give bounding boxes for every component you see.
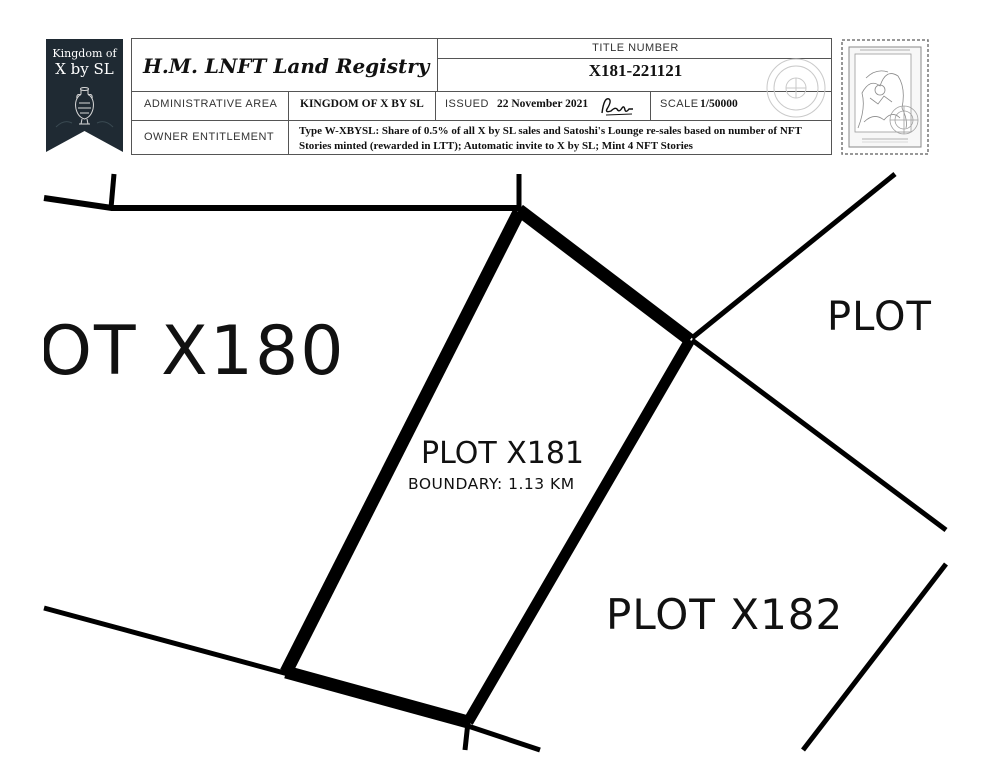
scale-label: SCALE [660,98,699,110]
boundary-line [43,195,113,211]
boundary-line [463,337,695,725]
signature-mark [601,98,633,116]
issued-label: ISSUED [445,98,489,110]
boundary-line [284,665,470,729]
header-rule [437,39,438,91]
header-rule [435,91,436,120]
issued-date: 22 November 2021 [497,98,589,110]
header-rule [132,120,832,121]
registry-header-table: H.M. LNFT Land Registry TITLE NUMBER X18… [131,38,832,155]
owner-entitlement-label: OWNER ENTITLEMENT [144,131,275,143]
plot-label-x180: PLOT X180 [44,312,344,391]
admin-area-value: KINGDOM OF X BY SL [300,98,424,110]
banner-kingdom-line2: X by SL [55,60,114,78]
kingdom-banner-logo: Kingdom of X by SL [46,39,123,152]
title-number: X181-221121 [588,61,683,80]
header-rule [288,91,289,155]
plot-label-x182: PLOT X182 [606,590,844,639]
banner-kingdom-line1: Kingdom of [52,47,117,60]
header-rule [437,58,832,59]
boundary-line [462,721,471,751]
title-number-label: TITLE NUMBER [592,42,679,54]
scale-value: 1/50000 [700,98,738,110]
plot-label-x183-clip: PLOT X183 [825,290,945,350]
registry-title: H.M. LNFT Land Registry [143,54,430,78]
plot-label-x183: PLOT X183 [827,294,945,340]
boundary-line [515,204,694,346]
plot-label-x181: PLOT X181 [421,436,585,471]
admin-area-label: ADMINISTRATIVE AREA [144,98,278,110]
boundary-line [467,723,541,753]
banner-shape [46,39,123,152]
header-rule [132,91,832,92]
postage-stamp-icon [841,39,929,155]
plot-boundary-x181: BOUNDARY: 1.13 KM [408,475,575,493]
header-rule [650,91,651,120]
boundary-line [108,173,117,209]
owner-entitlement-value: Type W-XBYSL: Share of 0.5% of all X by … [299,125,802,152]
boundary-line [43,605,289,677]
boundary-line [690,337,948,533]
plot-label-x180-clip: PLOT X180 [44,310,344,400]
registry-seal-icon [766,58,826,118]
